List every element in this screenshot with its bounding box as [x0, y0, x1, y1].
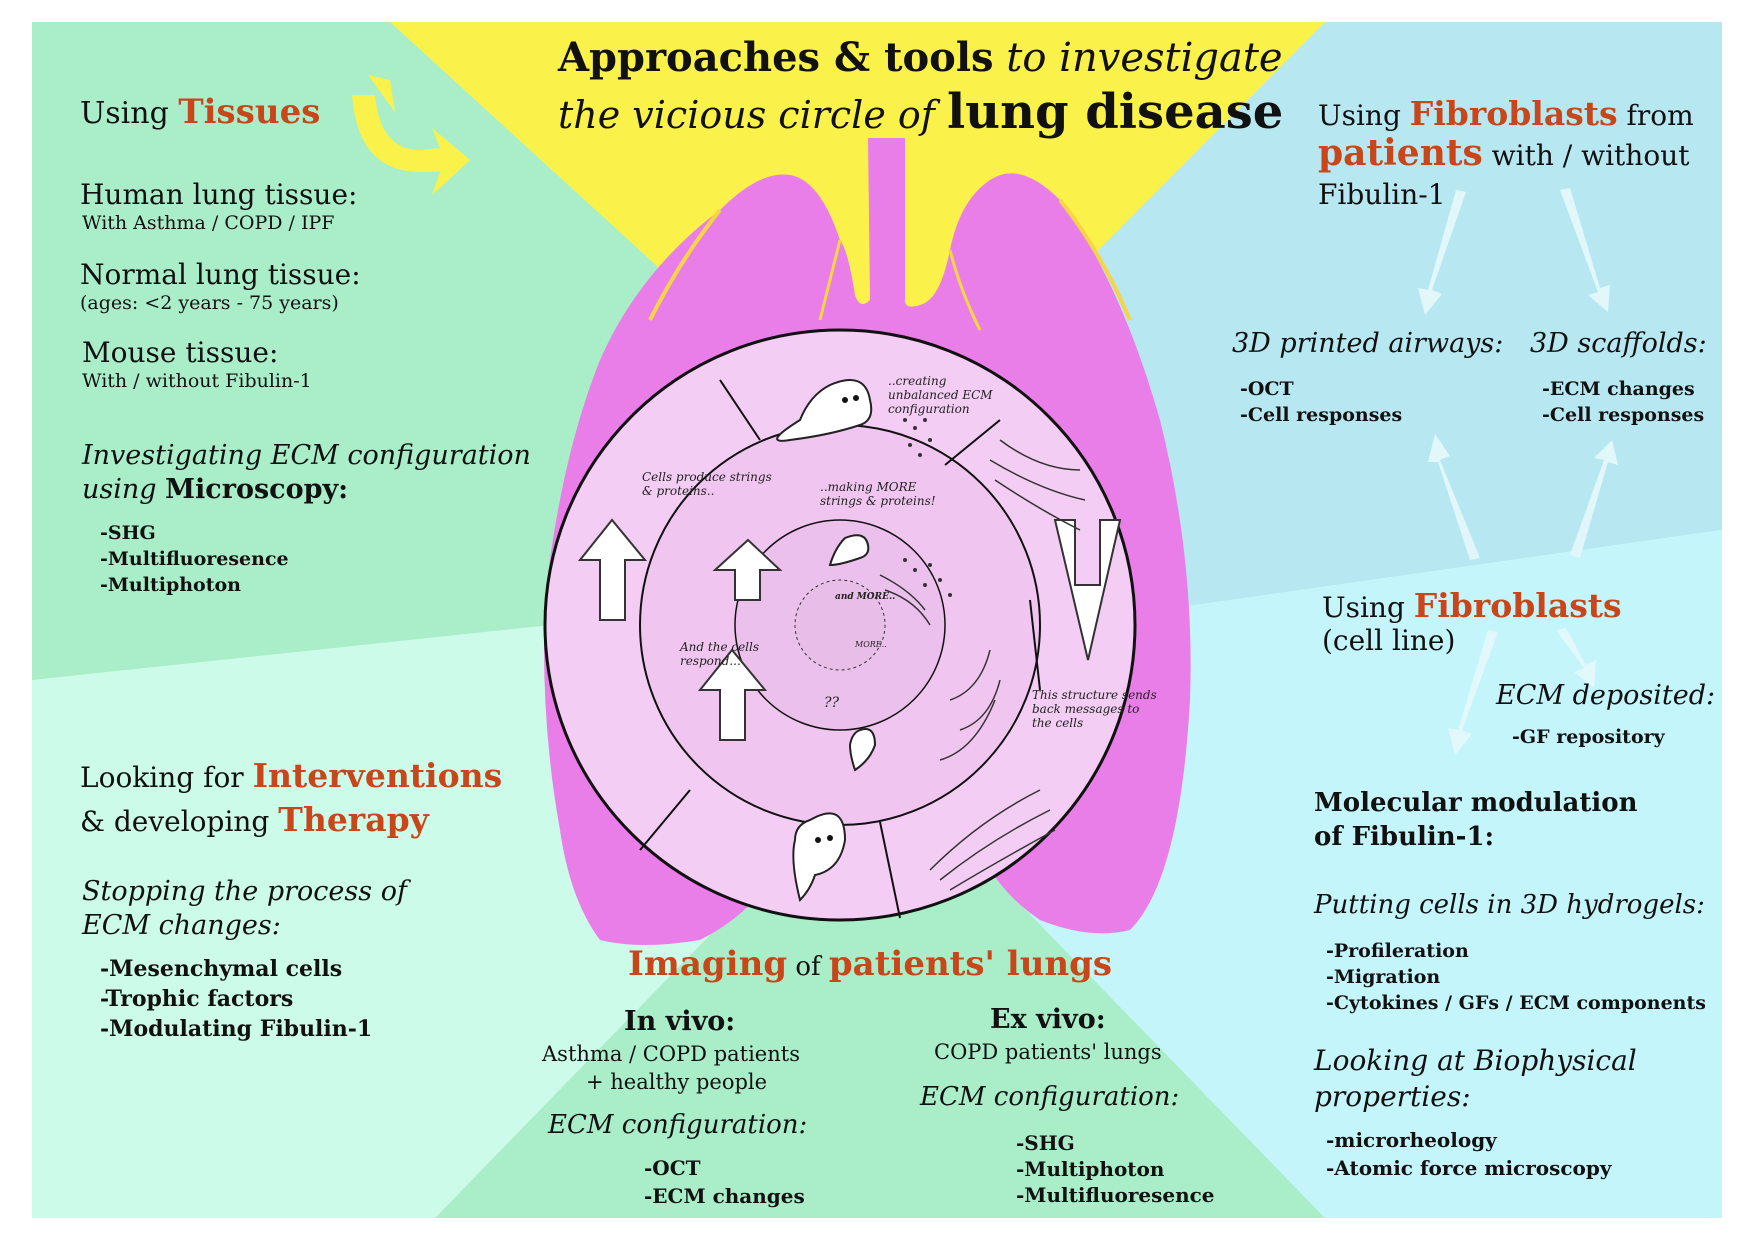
yellow-arrow-tip — [368, 75, 395, 112]
exvivo-list: -SHG -Multiphoton -Multifluoresence — [1016, 1130, 1215, 1208]
note-and-more: and MORE.. — [835, 592, 896, 602]
stopping-line2: ECM changes: — [82, 910, 281, 941]
cellline-line1: Using Fibroblasts — [1322, 586, 1622, 625]
biophysical-line2: properties: — [1314, 1080, 1471, 1113]
list-item: -ECM changes — [644, 1184, 805, 1208]
list-item: -Trophic factors — [100, 986, 294, 1012]
page-title-line2: the vicious circle of lung disease — [558, 84, 1283, 140]
human-tissue-label: Human lung tissue: — [80, 178, 358, 211]
patients-line1: Using Fibroblasts from — [1318, 94, 1694, 133]
list-item: -SHG — [100, 522, 156, 544]
title-panel — [390, 22, 1325, 470]
human-tissue-sub: With Asthma / COPD / IPF — [82, 212, 335, 234]
list-item: -OCT — [644, 1156, 701, 1180]
therapy-line2: & developing Therapy — [80, 800, 429, 839]
biophysical-line1: Looking at Biophysical — [1314, 1044, 1637, 1077]
deposited-item: -GF repository — [1512, 726, 1665, 748]
list-item: -Atomic force microscopy — [1326, 1156, 1612, 1180]
title-part4: lung disease — [946, 84, 1284, 140]
list-item: -Multiphoton — [1016, 1157, 1165, 1181]
microscopy-line2: using Microscopy: — [82, 474, 349, 505]
deposited-heading: ECM deposited: — [1496, 680, 1716, 711]
cellline-line2: (cell line) — [1322, 624, 1456, 657]
patients-line3: Fibulin-1 — [1318, 178, 1446, 211]
printed-airways-heading: 3D printed airways: — [1232, 328, 1504, 359]
note-making-more: ..making MORE strings & proteins! — [820, 480, 936, 508]
note-creating: ..creating unbalanced ECM configuration — [888, 374, 993, 416]
stopping-line1: Stopping the process of — [82, 876, 407, 907]
list-item: -Modulating Fibulin-1 — [100, 1016, 373, 1042]
invivo-list: -OCT -ECM changes — [644, 1154, 805, 1210]
note-question: ?? — [824, 695, 840, 711]
list-item: -Multifluoresence — [100, 548, 289, 570]
invivo-sub2: + healthy people — [586, 1070, 768, 1094]
tissues-heading: Using Tissues — [80, 92, 321, 132]
hydrogels-list: -Profileration -Migration -Cytokines / G… — [1326, 938, 1706, 1016]
normal-tissue-label: Normal lung tissue: — [80, 258, 361, 291]
note-cells-produce: Cells produce strings & proteins.. — [642, 470, 772, 498]
note-structure-sends: This structure sends back messages to th… — [1032, 688, 1157, 730]
list-item: -Cell responses — [1240, 404, 1403, 426]
printed-airways-list: -OCT -Cell responses — [1240, 376, 1402, 428]
list-item: -Multiphoton — [100, 574, 241, 596]
therapy-list: -Mesenchymal cells -Trophic factors -Mod… — [100, 954, 372, 1044]
imaging-panel — [435, 760, 1325, 1218]
scaffolds-heading: 3D scaffolds: — [1530, 328, 1707, 359]
normal-tissue-sub: (ages: <2 years - 75 years) — [80, 292, 339, 314]
title-part1: Approaches & tools — [558, 34, 994, 81]
therapy-line1: Looking for Interventions — [80, 756, 503, 795]
exvivo-ecm: ECM configuration: — [920, 1082, 1180, 1112]
microscopy-list: -SHG -Multifluoresence -Multiphoton — [100, 520, 289, 598]
hydrogels-heading: Putting cells in 3D hydrogels: — [1314, 890, 1705, 920]
biophysical-list: -microrheology -Atomic force microscopy — [1326, 1126, 1612, 1182]
microscopy-line1: Investigating ECM configuration — [82, 440, 531, 471]
imaging-heading: Imaging of patients' lungs — [628, 944, 1113, 984]
yellow-arrow — [352, 95, 470, 195]
title-part2: to investigate — [993, 35, 1283, 81]
invivo-sub1: Asthma / COPD patients — [542, 1042, 800, 1066]
white-arrows — [1418, 188, 1618, 755]
list-item: -Cell responses — [1542, 404, 1705, 426]
list-item: -Cytokines / GFs / ECM components — [1326, 992, 1706, 1014]
invivo-heading: In vivo: — [624, 1006, 736, 1037]
list-item: -Mesenchymal cells — [100, 956, 343, 982]
invivo-ecm: ECM configuration: — [548, 1110, 808, 1140]
list-item: -Migration — [1326, 966, 1441, 988]
page-title: Approaches & tools to investigate — [558, 34, 1283, 81]
list-item: -ECM changes — [1542, 378, 1695, 400]
note-cells-respond: And the cells respond... — [680, 640, 760, 668]
scaffolds-list: -ECM changes -Cell responses — [1542, 376, 1704, 428]
note-more: MORE.. — [855, 640, 887, 649]
mouse-tissue-sub: With / without Fibulin-1 — [82, 370, 312, 392]
exvivo-sub: COPD patients' lungs — [934, 1040, 1162, 1064]
mouse-tissue-label: Mouse tissue: — [82, 336, 279, 369]
exvivo-heading: Ex vivo: — [990, 1004, 1106, 1035]
list-item: -SHG — [1016, 1131, 1075, 1155]
title-part3: the vicious circle of — [558, 93, 947, 137]
vicious-circle — [543, 328, 1137, 922]
molecular-line1: Molecular modulation — [1314, 788, 1638, 818]
molecular-line2: of Fibulin-1: — [1314, 822, 1495, 852]
list-item: -Profileration — [1326, 940, 1469, 962]
list-item: -Multifluoresence — [1016, 1183, 1215, 1207]
patients-line2: patients with / without — [1318, 132, 1690, 174]
list-item: -OCT — [1240, 378, 1294, 400]
list-item: -microrheology — [1326, 1128, 1497, 1152]
